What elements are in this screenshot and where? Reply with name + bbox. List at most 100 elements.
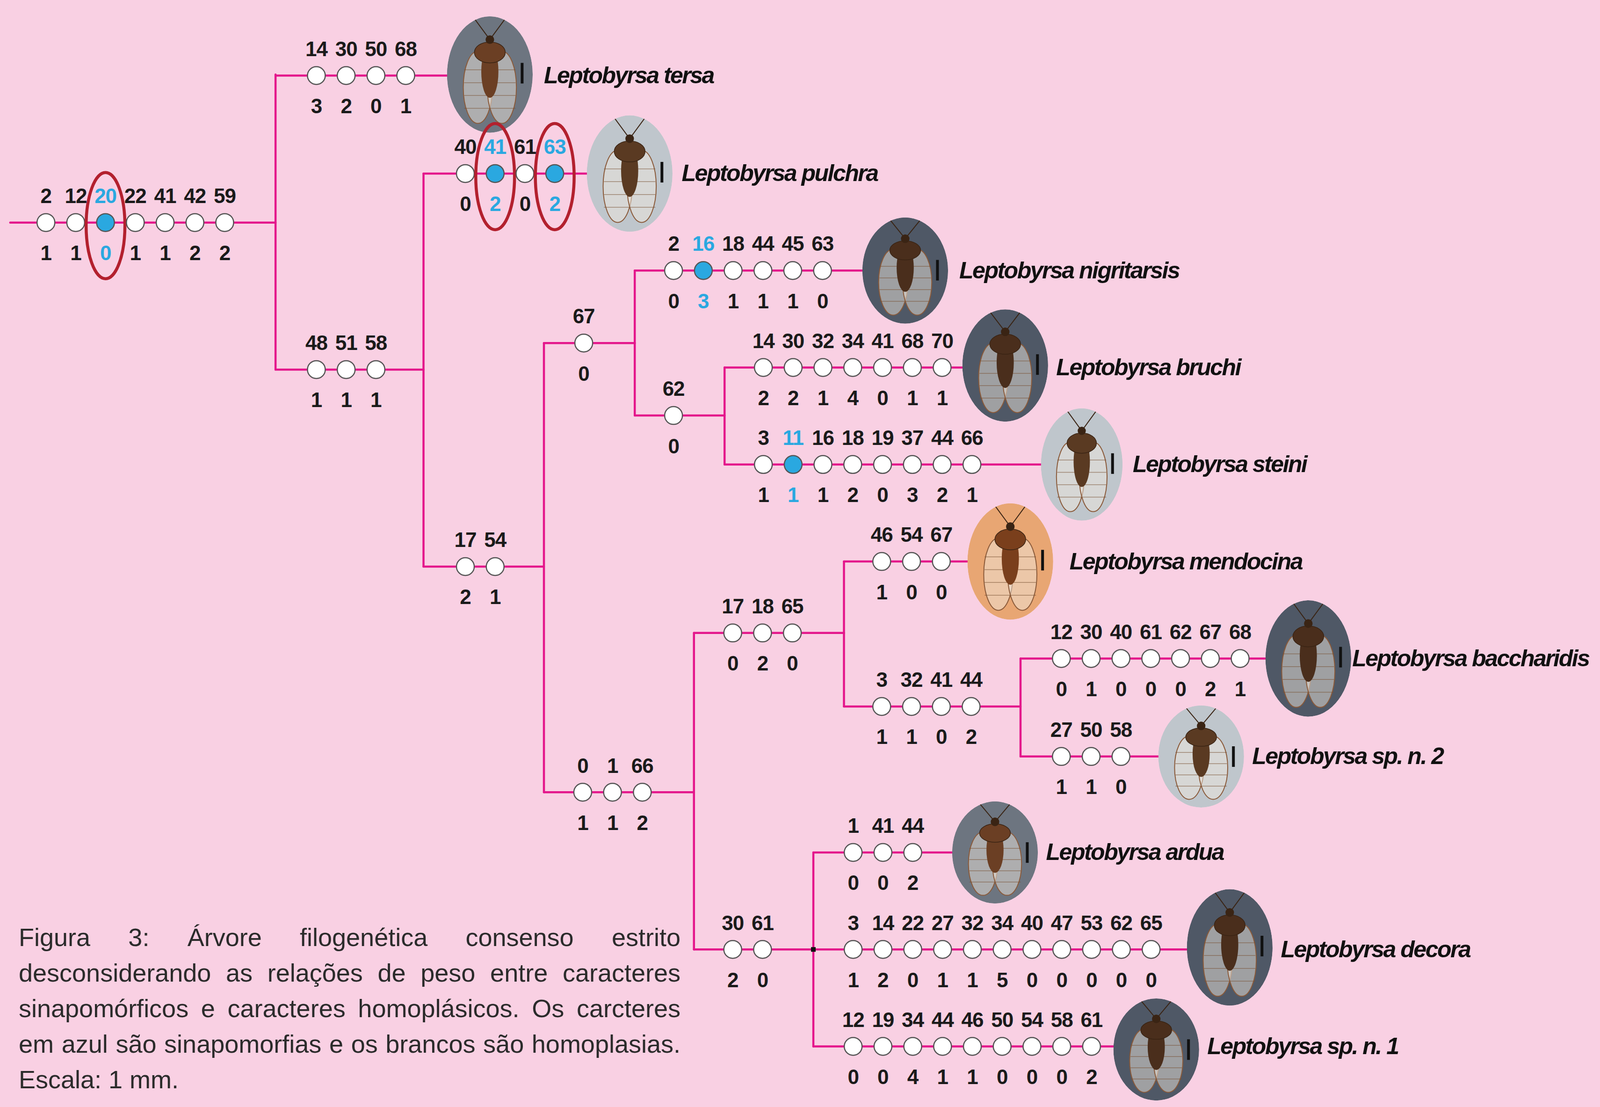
homoplasy-circle bbox=[783, 623, 802, 642]
character-state: 1 bbox=[40, 242, 51, 264]
homoplasy-circle bbox=[902, 552, 921, 571]
scale-bar bbox=[1260, 935, 1264, 956]
insect-pronotum bbox=[1140, 1020, 1172, 1039]
character-number: 58 bbox=[1050, 1009, 1073, 1030]
homoplasy-circle bbox=[844, 843, 862, 862]
photo-ground bbox=[1158, 705, 1245, 808]
specimen-photo bbox=[1113, 998, 1200, 1101]
insect-head bbox=[1000, 327, 1010, 336]
tree-branch bbox=[1019, 658, 1022, 756]
character-state: 0 bbox=[877, 1066, 889, 1087]
scale-bar bbox=[1187, 1038, 1190, 1060]
insect-antenna bbox=[1310, 602, 1324, 621]
insect-pronotum bbox=[889, 240, 921, 261]
character-number: 66 bbox=[961, 427, 984, 449]
character-number: 12 bbox=[64, 185, 87, 207]
photo-content bbox=[962, 309, 1049, 422]
character-number: 44 bbox=[901, 815, 924, 836]
homoplasy-circle bbox=[753, 623, 772, 642]
character-number: 61 bbox=[1080, 1009, 1103, 1030]
photo-ground bbox=[962, 309, 1049, 422]
insect-pronotum bbox=[979, 823, 1011, 842]
homoplasy-circle bbox=[456, 164, 475, 183]
character-number: 30 bbox=[335, 38, 358, 60]
character-number: 18 bbox=[841, 427, 864, 449]
scale-bar bbox=[1041, 549, 1044, 571]
character-number: 34 bbox=[841, 330, 864, 352]
taxon-name: Leptobyrsa sp. n. 1 bbox=[1207, 1033, 1398, 1059]
homoplasy-circle bbox=[963, 1037, 982, 1056]
homoplasy-circle bbox=[1052, 747, 1071, 766]
homoplasy-circle bbox=[367, 66, 385, 85]
character-state: 3 bbox=[311, 95, 322, 117]
character-number: 32 bbox=[811, 330, 834, 352]
insect-antenna bbox=[1293, 602, 1306, 621]
character-number: 58 bbox=[364, 332, 387, 354]
character-number: 61 bbox=[751, 912, 774, 934]
insect-antenna bbox=[614, 118, 628, 136]
character-state: 2 bbox=[847, 484, 859, 506]
homoplasy-circle bbox=[1082, 940, 1101, 958]
wing-lace bbox=[463, 108, 516, 109]
character-number: 65 bbox=[781, 595, 804, 617]
homoplasy-circle bbox=[874, 940, 892, 958]
character-state: 0 bbox=[667, 435, 679, 457]
insect-head bbox=[1077, 426, 1086, 435]
insect-head bbox=[1225, 907, 1234, 917]
character-state: 0 bbox=[1026, 1066, 1038, 1087]
character-number: 58 bbox=[1109, 719, 1132, 740]
character-state: 0 bbox=[996, 1066, 1008, 1087]
polytomy-dot bbox=[810, 946, 816, 952]
insect-antenna bbox=[1203, 707, 1217, 724]
character-number: 63 bbox=[811, 233, 834, 254]
character-state: 0 bbox=[876, 387, 888, 409]
homoplasy-circle bbox=[1201, 649, 1220, 667]
character-number: 14 bbox=[305, 38, 328, 60]
character-state: 1 bbox=[966, 969, 978, 991]
homoplasy-circle bbox=[784, 358, 803, 377]
specimen-photo bbox=[447, 16, 533, 133]
character-number: 32 bbox=[900, 669, 923, 690]
character-number: 30 bbox=[781, 330, 804, 352]
character-number: 19 bbox=[871, 427, 894, 449]
photo-ground bbox=[1041, 408, 1123, 521]
photo-ground bbox=[862, 217, 949, 324]
homoplasy-circle bbox=[754, 455, 773, 474]
character-state: 1 bbox=[876, 726, 888, 747]
character-state: 2 bbox=[877, 969, 889, 991]
specimen-photo bbox=[1158, 705, 1245, 808]
taxon-name: Leptobyrsa mendocina bbox=[1069, 548, 1303, 575]
homoplasy-circle bbox=[397, 66, 415, 85]
photo-content bbox=[1265, 600, 1352, 717]
character-state: 1 bbox=[1056, 776, 1067, 797]
character-number: 2 bbox=[40, 185, 51, 207]
insect-antenna bbox=[1007, 311, 1021, 329]
tree-branch bbox=[423, 565, 544, 568]
character-state: 0 bbox=[1174, 678, 1186, 700]
insect-antenna bbox=[907, 219, 920, 236]
character-number: 41 bbox=[871, 815, 894, 836]
homoplasy-circle bbox=[1052, 940, 1071, 958]
character-number: 40 bbox=[1109, 621, 1132, 643]
wing-lace bbox=[603, 206, 656, 208]
homoplasy-circle bbox=[933, 940, 952, 958]
homoplasy-circle bbox=[126, 213, 145, 232]
character-state: 1 bbox=[489, 586, 501, 608]
character-number: 61 bbox=[1139, 621, 1162, 643]
photo-content bbox=[862, 217, 949, 324]
homoplasy-circle bbox=[874, 1037, 892, 1056]
character-number: 27 bbox=[931, 912, 954, 934]
character-number: 11 bbox=[782, 427, 804, 449]
homoplasy-circle bbox=[814, 358, 833, 377]
insect-pronotum bbox=[1214, 914, 1246, 936]
character-state: 1 bbox=[817, 484, 829, 506]
tree-branch bbox=[723, 367, 726, 465]
homoplasy-circle bbox=[1052, 649, 1071, 667]
homoplasy-circle bbox=[456, 557, 475, 576]
character-number: 41 bbox=[484, 136, 507, 158]
homoplasy-circle bbox=[337, 66, 355, 85]
homoplasy-circle bbox=[1082, 1037, 1101, 1056]
character-state: 0 bbox=[1145, 969, 1157, 991]
character-number: 66 bbox=[631, 755, 654, 776]
insect-head bbox=[1006, 521, 1015, 531]
